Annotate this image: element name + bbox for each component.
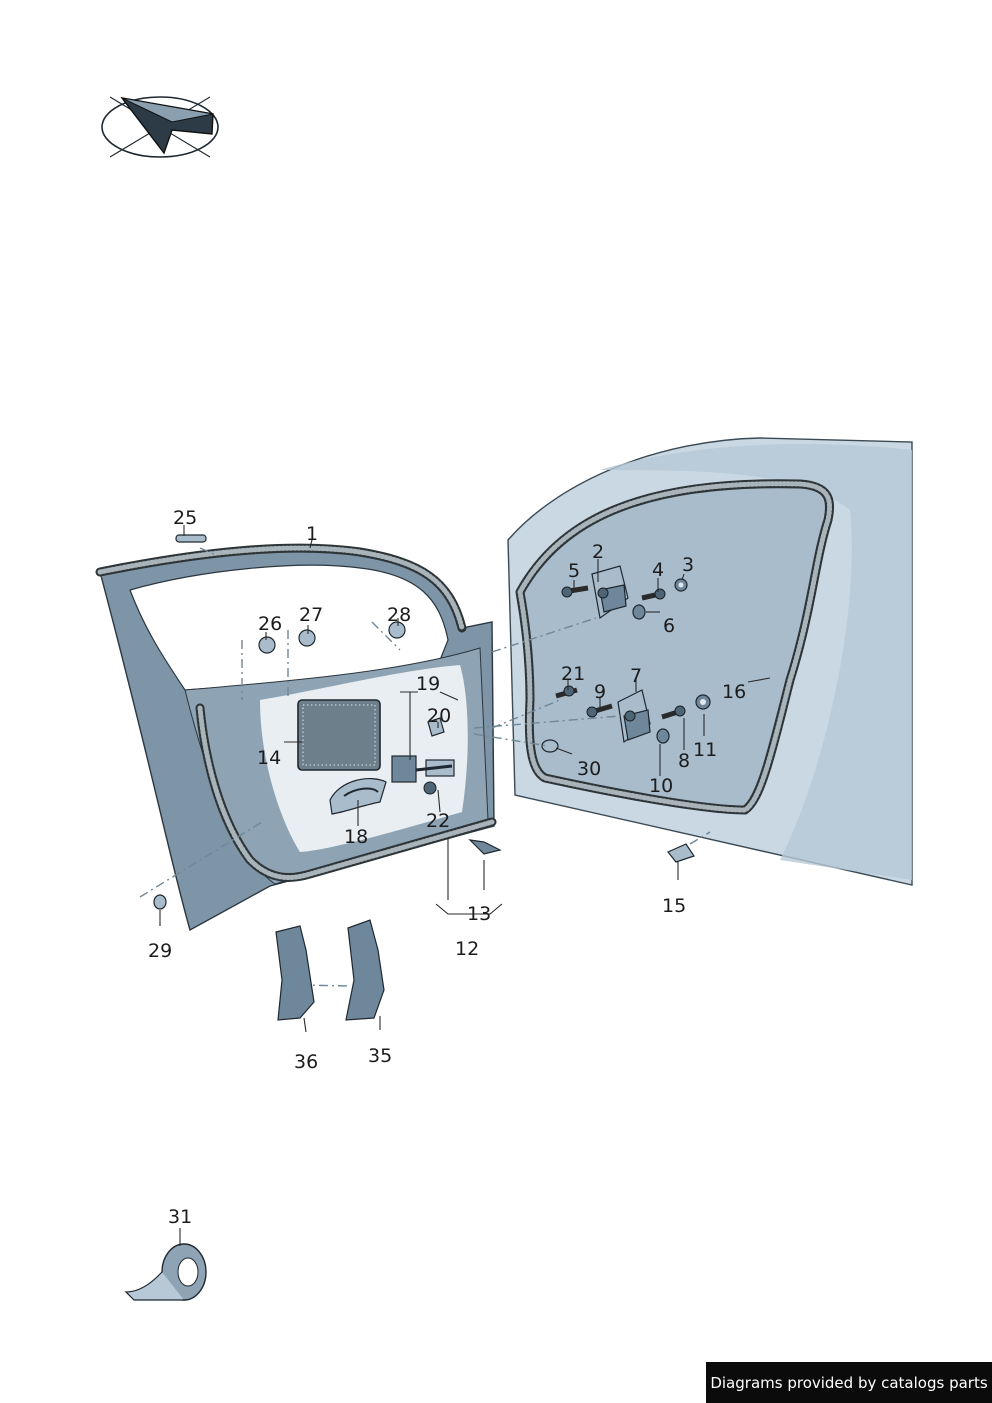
part-label-18: 18 [344, 826, 368, 848]
catalog-credit-text: Diagrams provided by catalogs parts [710, 1373, 988, 1392]
body-side-aperture [507, 437, 913, 886]
assembly-lines [139, 547, 711, 987]
part-label-35: 35 [368, 1045, 392, 1067]
trim-clips [153, 534, 695, 910]
part-label-20: 20 [427, 705, 451, 727]
catalog-credit-banner: Diagrams provided by catalogs parts [706, 1362, 992, 1403]
part-label-29: 29 [148, 940, 172, 962]
part-label-5: 5 [568, 560, 580, 582]
part-label-7: 7 [630, 665, 642, 687]
part-label-19: 19 [416, 673, 440, 695]
door-shell [95, 543, 497, 932]
part-label-28: 28 [387, 604, 411, 626]
part-label-9: 9 [594, 681, 606, 703]
part-label-11: 11 [693, 739, 717, 761]
leader-lines [159, 525, 771, 1246]
part-label-6: 6 [663, 615, 675, 637]
part-label-3: 3 [682, 554, 694, 576]
adhesive-tape-roll [124, 1243, 207, 1301]
part-label-16: 16 [722, 681, 746, 703]
part-label-26: 26 [258, 613, 282, 635]
part-label-31: 31 [168, 1206, 192, 1228]
part-label-15: 15 [662, 895, 686, 917]
part-label-12: 12 [455, 938, 479, 960]
part-label-25: 25 [173, 507, 197, 529]
part-label-21: 21 [561, 663, 585, 685]
part-label-30: 30 [577, 758, 601, 780]
lower-trim-covers [275, 919, 385, 1021]
upper-hinge [591, 565, 629, 620]
part-label-8: 8 [678, 750, 690, 772]
part-label-2: 2 [592, 541, 604, 563]
part-label-10: 10 [649, 775, 673, 797]
part-label-4: 4 [652, 559, 664, 581]
part-labels: 25 1 2 3 4 5 6 26 27 28 7 21 19 9 16 20 … [148, 507, 746, 1228]
sound-damping-pad [297, 699, 381, 771]
part-label-27: 27 [299, 604, 323, 626]
part-label-36: 36 [294, 1051, 318, 1073]
part-label-13: 13 [467, 903, 491, 925]
handle-bracket [329, 778, 387, 815]
part-label-14: 14 [257, 747, 281, 769]
paper-plane-logo-icon [101, 96, 219, 158]
hinge-bolts [541, 578, 711, 753]
part-label-1: 1 [306, 523, 318, 545]
part-label-22: 22 [426, 810, 450, 832]
door-lock [391, 717, 455, 795]
lower-hinge [617, 689, 651, 744]
